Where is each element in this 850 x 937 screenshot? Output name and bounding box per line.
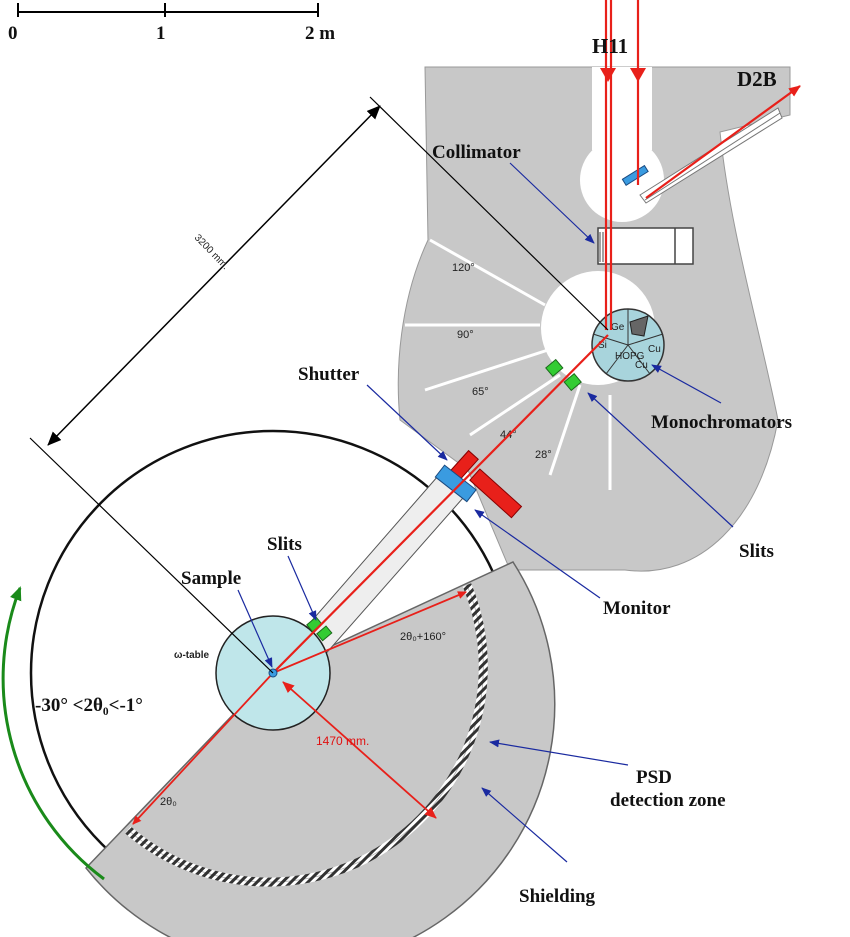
label-angle-range: -30° <2θ₀<-1° — [35, 695, 143, 716]
angle-90: 90° — [457, 329, 474, 341]
label-monitor: Monitor — [603, 598, 671, 619]
dimension-3200-label: 3200 mm. — [192, 232, 231, 272]
label-shutter: Shutter — [298, 364, 360, 385]
crystal-cu-right: Cu — [648, 344, 661, 355]
h11-arrow-right — [630, 68, 646, 82]
label-2theta-end: 2θ₀+160° — [400, 631, 446, 643]
label-slits-left: Slits — [267, 534, 302, 555]
crystal-cu-bottom: Cu — [635, 360, 648, 371]
slit-upper-a — [545, 358, 564, 378]
scale-tick-1: 1 — [156, 23, 166, 44]
label-2theta-start: 2θ₀ — [160, 796, 177, 808]
monitor-block — [434, 464, 477, 503]
label-collimator: Collimator — [432, 142, 521, 163]
label-sample: Sample — [181, 568, 241, 589]
angle-28: 28° — [535, 449, 552, 461]
rotation-arrow — [1, 586, 105, 881]
crystal-ge: Ge — [611, 322, 625, 333]
leader-lines — [237, 162, 734, 863]
label-d2b: D2B — [737, 67, 777, 91]
crystal-si: Si — [598, 340, 607, 351]
label-monochromators: Monochromators — [651, 412, 792, 433]
scale-tick-0: 0 — [8, 23, 18, 44]
scatter-rays — [132, 591, 467, 825]
collimator — [597, 227, 694, 265]
slit-lower-b — [316, 625, 333, 642]
psd-detector-arc — [125, 583, 488, 887]
label-psd-line2: detection zone — [610, 790, 726, 811]
sector-gaps — [405, 238, 612, 490]
takeoff-angles: 120° 90° 65° 44° 28° — [452, 262, 552, 461]
label-psd-line1: PSD — [636, 767, 672, 788]
monochromator-turret: Ge Cu HOPG Cu Si — [591, 308, 665, 382]
slit-upper-b — [563, 372, 582, 392]
label-slits-right: Slits — [739, 541, 774, 562]
neutron-beams — [272, 0, 801, 674]
label-h11: H11 — [592, 34, 628, 58]
shutter-block-lower — [469, 468, 523, 519]
dimension-1470-label: 1470 mm. — [316, 734, 369, 748]
label-shielding: Shielding — [519, 886, 596, 907]
h11-arrow-left — [600, 68, 616, 82]
angle-65: 65° — [472, 386, 489, 398]
label-omega-table: ω-table — [174, 650, 210, 661]
scale-bar: 0 1 2 m — [8, 3, 335, 44]
crystal-hopg: HOPG — [615, 351, 645, 362]
angle-120: 120° — [452, 262, 475, 274]
scale-tick-2: 2 m — [305, 23, 335, 44]
